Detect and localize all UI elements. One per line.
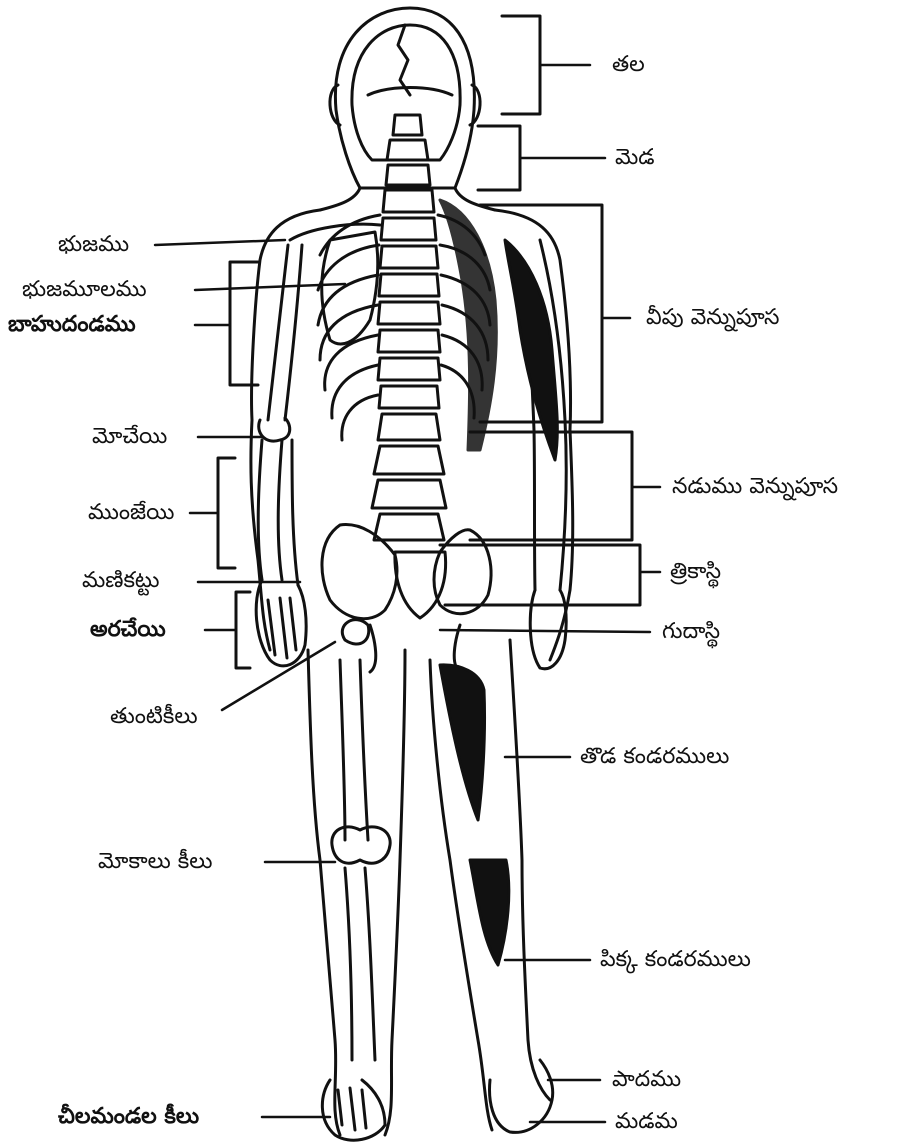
label-bahudandamu: బాహుదండము xyxy=(8,312,136,338)
label-pikka-kandaramulu: పిక్క కండరములు xyxy=(600,947,751,973)
label-madama: మడమ xyxy=(615,1109,678,1135)
label-bhujamu: భుజము xyxy=(58,232,129,258)
label-mochei: మోచేయి xyxy=(92,424,167,450)
left-leg-outline xyxy=(308,650,405,1135)
left-humerus xyxy=(268,245,302,420)
label-meda: మెడ xyxy=(615,145,655,171)
bracket-palm xyxy=(236,592,250,668)
skull-suture xyxy=(398,25,410,95)
label-toda-kandaramulu: తొడ కండరములు xyxy=(580,744,729,770)
label-gudasthi: గుదాస్థి xyxy=(662,619,720,645)
label-naduma-vennupusa: నడుము వెన్నుపూస xyxy=(672,474,838,500)
leader-lines xyxy=(155,65,660,1122)
back-muscle xyxy=(440,200,496,450)
label-trikasthi: త్రికాస్థి xyxy=(670,559,721,585)
leader-gudasthi xyxy=(440,630,650,632)
spine xyxy=(372,115,446,540)
label-manikattu: మణికట్టు xyxy=(82,568,160,594)
label-tala: తల xyxy=(612,52,645,78)
left-hip xyxy=(342,620,368,644)
label-padamu: పాదము xyxy=(612,1067,681,1093)
bracket-sacrum xyxy=(440,545,640,605)
left-forearm xyxy=(258,440,298,585)
bracket-neck xyxy=(478,126,520,190)
label-arachei: అరచేయి xyxy=(90,617,166,643)
leader-tuntikilu xyxy=(222,642,335,710)
arm-muscle xyxy=(505,240,557,460)
bracket-head xyxy=(502,16,540,114)
label-chilamandala-kilu: చీలమండల కీలు xyxy=(58,1104,199,1130)
left-tibia xyxy=(345,868,375,1060)
label-tuntikilu: తుంటికీలు xyxy=(110,704,198,730)
sacrum xyxy=(395,552,446,618)
thigh-muscle xyxy=(440,665,485,820)
label-mokalu-kilu: మోకాలు కీలు xyxy=(98,849,212,875)
left-knee xyxy=(332,827,390,863)
calf-muscle xyxy=(470,860,509,965)
label-munjei: ముంజేయి xyxy=(88,500,174,526)
bracket-forearm xyxy=(218,458,235,568)
label-bhujamulamu: భుజమూలము xyxy=(22,277,147,303)
left-femur xyxy=(340,660,368,840)
label-veepu-vennupusa: వీపు వెన్నుపూస xyxy=(646,305,780,331)
